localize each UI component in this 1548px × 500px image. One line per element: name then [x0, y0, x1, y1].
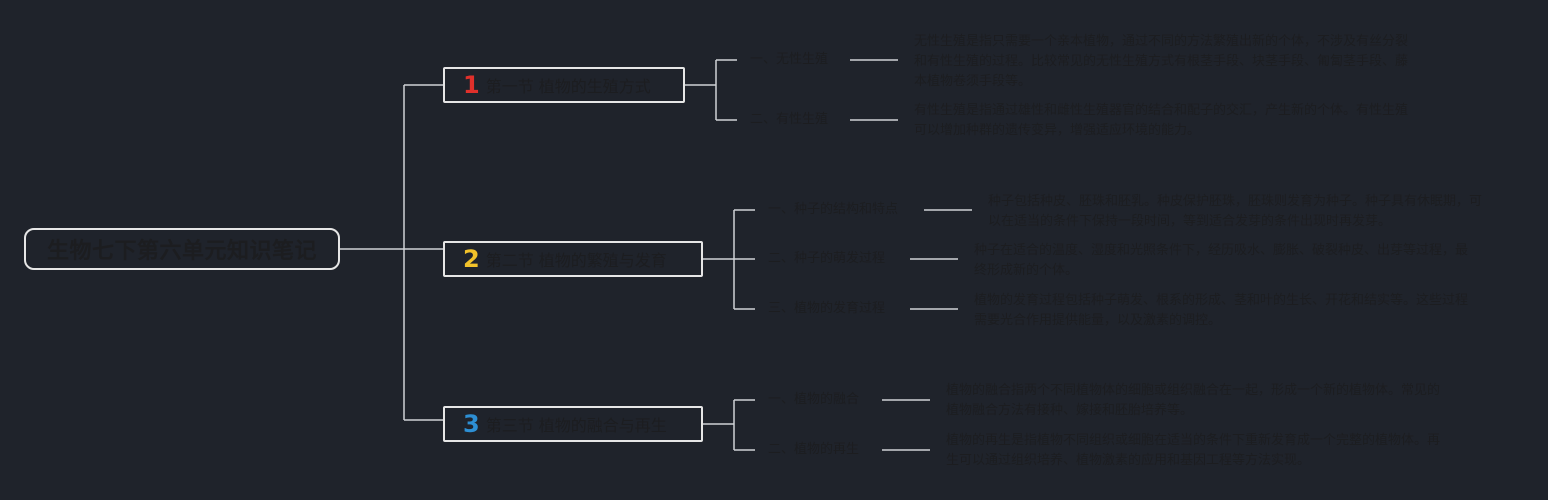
number-two-icon: 2	[463, 245, 480, 273]
desc-plant-regeneration: 植物的再生是指植物不同组织或细胞在适当的条件下重新发育成一个完整的植物体。再生可…	[946, 433, 1441, 468]
desc-asexual-reproduction: 无性生殖是指只需要一个亲本植物，通过不同的方法繁殖出新的个体，不涉及有丝分裂和有…	[914, 34, 1409, 89]
desc-seed-germination: 种子在适合的温度、湿度和光照条件下，经历吸水、膨胀、破裂种皮、出芽等过程，最终形…	[974, 243, 1469, 278]
topic-section-3[interactable]: 3 第三节 植物的融合与再生	[443, 406, 703, 442]
number-three-icon: 3	[463, 410, 480, 438]
root-node[interactable]: 生物七下第六单元知识笔记	[24, 228, 340, 270]
desc-sexual-reproduction: 有性生殖是指通过雄性和雌性生殖器官的结合和配子的交汇，产生新的个体。有性生殖可以…	[914, 103, 1409, 138]
desc-plant-development: 植物的发育过程包括种子萌发、根系的形成、茎和叶的生长、开花和结实等。这些过程需要…	[974, 293, 1469, 328]
subtopic-seed-germination[interactable]: 二、种子的萌发过程	[768, 251, 886, 266]
topic-section-1[interactable]: 1 第一节 植物的生殖方式	[443, 67, 685, 103]
subtopic-asexual-reproduction[interactable]: 一、无性生殖	[750, 52, 829, 67]
desc-plant-fusion: 植物的融合指两个不同植物体的细胞或组织融合在一起，形成一个新的植物体。常见的植物…	[946, 383, 1441, 418]
number-one-icon: 1	[463, 71, 480, 99]
topic-title: 第三节 植物的融合与再生	[485, 416, 667, 435]
section-1-leaf-lines	[850, 59, 898, 121]
section-1-connector	[685, 59, 737, 121]
subtopic-plant-regeneration[interactable]: 二、植物的再生	[768, 442, 860, 457]
section-3-leaf-lines	[882, 399, 930, 451]
subtopic-plant-fusion[interactable]: 一、植物的融合	[768, 392, 860, 407]
topic-title: 第二节 植物的繁殖与发育	[485, 251, 667, 270]
desc-seed-structure: 种子包括种皮、胚珠和胚乳。种皮保护胚珠，胚珠则发育为种子。种子具有休眠期，可以在…	[988, 194, 1483, 229]
subtopic-sexual-reproduction[interactable]: 二、有性生殖	[750, 112, 829, 127]
subtopic-seed-structure[interactable]: 一、种子的结构和特点	[768, 202, 899, 217]
topic-section-2[interactable]: 2 第二节 植物的繁殖与发育	[443, 241, 703, 277]
section-2-connector	[703, 209, 755, 310]
subtopic-plant-development[interactable]: 三、植物的发育过程	[768, 301, 886, 316]
topic-title: 第一节 植物的生殖方式	[485, 77, 651, 96]
root-title: 生物七下第六单元知识笔记	[46, 239, 317, 264]
section-2-leaf-lines	[910, 209, 972, 310]
section-3-connector	[703, 399, 755, 451]
